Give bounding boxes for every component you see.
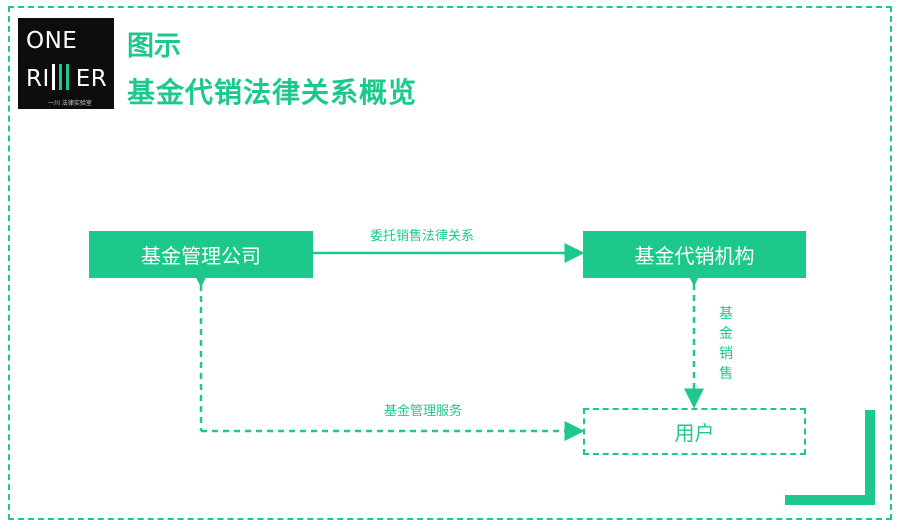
dashed-frame xyxy=(8,6,892,520)
edge-label-fund-sales: 基金销售 xyxy=(719,306,733,382)
corner-bracket-mark xyxy=(785,410,875,505)
node-fund-distributor: 基金代销机构 xyxy=(583,231,806,278)
logo-line1: ONE xyxy=(26,28,78,54)
node-user: 用户 xyxy=(583,408,806,455)
edge-label-management-service: 基金管理服务 xyxy=(384,404,463,419)
node-fund-manager: 基金管理公司 xyxy=(89,231,313,278)
logo-bars-icon xyxy=(51,64,69,90)
header-label: 图示 xyxy=(127,31,181,62)
page-title: 基金代销法律关系概览 xyxy=(127,76,418,109)
logo-subtitle: 一川 法律实验室 xyxy=(48,100,92,107)
edge-label-entrusted-sales: 委托销售法律关系 xyxy=(370,229,475,244)
